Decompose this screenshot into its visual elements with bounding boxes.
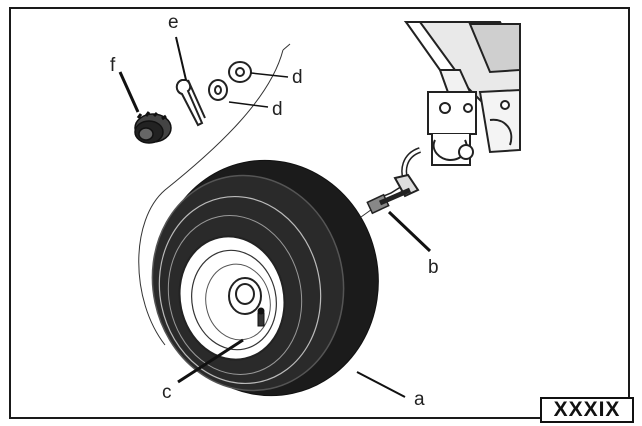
frame-bracket — [403, 21, 521, 166]
spindle-axle — [378, 147, 422, 203]
callout-a: a — [414, 389, 425, 410]
callout-e: e — [168, 12, 179, 33]
washers-d — [208, 61, 252, 101]
cotter-pin-e — [175, 79, 206, 127]
figure-id-badge: XXXIX — [540, 397, 634, 423]
leader-lines — [118, 36, 432, 398]
callout-f: f — [110, 55, 116, 76]
callout-c: c — [162, 382, 172, 403]
castle-nut-f — [134, 111, 172, 144]
callout-d-lower: d — [272, 99, 283, 120]
wheel-assembly — [151, 159, 379, 397]
callout-b: b — [428, 257, 439, 278]
callout-d-upper: d — [292, 67, 303, 88]
figure-frame — [9, 7, 630, 419]
bolt-b — [366, 187, 411, 215]
